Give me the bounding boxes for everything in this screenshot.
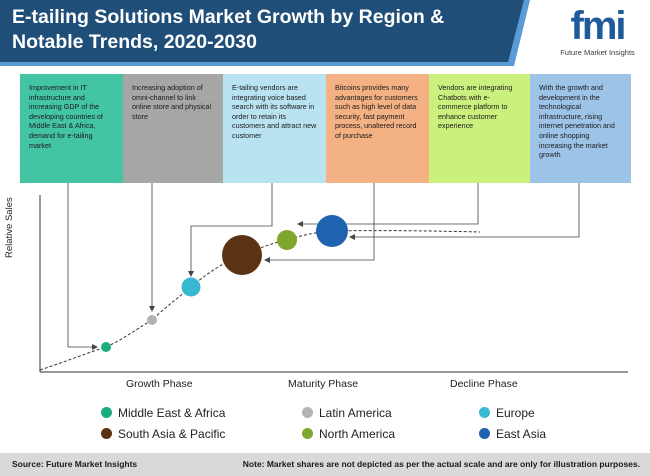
trend-box-europe: E-tailing vendors are integrating voice … [223,74,326,183]
legend-label: Latin America [319,406,392,420]
phase-label-growth: Growth Phase [126,378,193,390]
legend-dot-icon [101,407,112,418]
trend-box-north-america: Vendors are integrating Chatbots with e-… [429,74,530,183]
y-axis-label: Relative Sales [4,197,15,258]
connector-east-asia [349,183,580,240]
logo-mark: fmi [570,4,627,48]
header: E-tailing Solutions Market Growth by Reg… [0,0,650,66]
legend-label: Europe [496,406,535,420]
legend-label: South Asia & Pacific [118,427,226,441]
legend-dot-icon [302,407,313,418]
disclaimer-note: Note: Market shares are not depicted as … [242,459,640,469]
legend-dot-icon [302,428,313,439]
marker-north-america [277,230,297,250]
legend-dot-icon [479,407,490,418]
logo-subtitle: Future Market Insights [560,48,635,57]
marker-south-asia-pacific [222,235,262,275]
footer: Source: Future Market Insights Note: Mar… [0,453,650,476]
legend-dot-icon [479,428,490,439]
brand-logo: fmi Future Market Insights [550,4,645,62]
legend-dot-icon [101,428,112,439]
trend-box-east-asia: With the growth and development in the t… [530,74,631,183]
marker-east-asia [316,215,348,247]
legend-label: East Asia [496,427,547,441]
marker-europe [181,277,201,297]
growth-chart [39,183,628,373]
legend-label: North America [319,427,396,441]
trend-box-south-asia-pacific: Bitcoins provides many advantages for cu… [326,74,429,183]
legend-label: Middle East & Africa [118,406,226,420]
header-background [0,0,530,66]
marker-middle-east-africa [101,342,111,352]
marker-latin-america [147,315,157,325]
header-title-band [0,0,524,62]
trend-boxes: Improvement in IT infrastructure and inc… [20,74,631,183]
phase-label-decline: Decline Phase [450,378,518,390]
connector-europe [188,183,273,277]
trend-box-middle-east-africa: Improvement in IT infrastructure and inc… [20,74,123,183]
connector-middle-east-africa [67,183,98,350]
connector-south-asia-pacific [264,183,375,263]
page-title: E-tailing Solutions Market Growth by Reg… [12,6,445,53]
connector-north-america [297,183,479,227]
source-note: Source: Future Market Insights [12,459,138,469]
phase-label-maturity: Maturity Phase [288,378,359,390]
trend-box-latin-america: Increasing adoption of omni-channel to l… [123,74,223,183]
